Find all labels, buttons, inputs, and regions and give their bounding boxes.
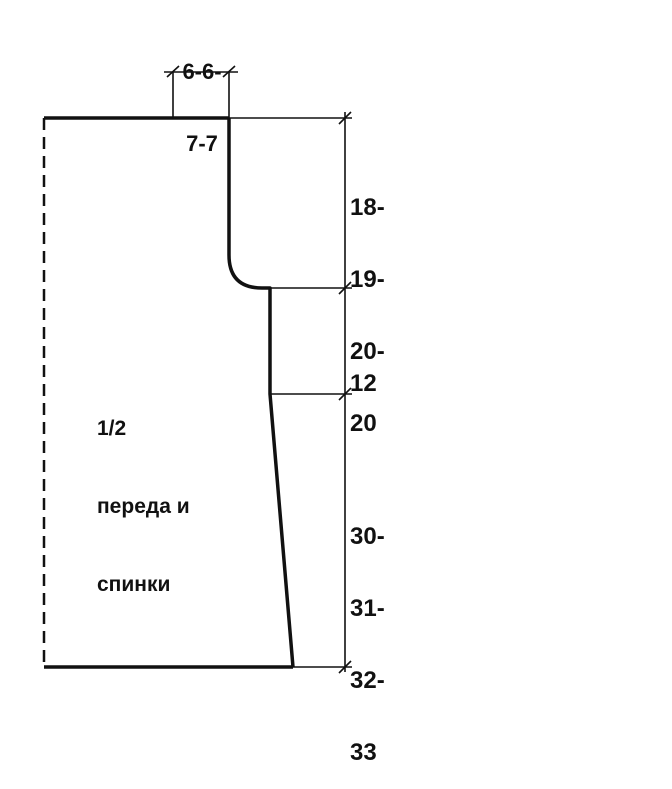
lower-height-label: 30- 31- 32- 33 <box>350 477 385 789</box>
neck-width-line2: 7-7 <box>186 131 218 156</box>
armhole-height-line3: 20- <box>350 338 385 365</box>
lower-height-line3: 32- <box>350 667 385 694</box>
neck-width-label: 6-6- 7-7 <box>172 12 232 180</box>
piece-label: 1/2 переда и спинки <box>97 364 190 624</box>
armhole-and-side-seam <box>227 118 295 668</box>
neck-width-line1: 6-6- <box>182 59 222 84</box>
height-dimension <box>229 111 352 674</box>
middle-height-line1: 12 <box>350 370 377 397</box>
lower-height-line2: 31- <box>350 595 385 622</box>
armhole-height-line2: 19- <box>350 266 385 293</box>
armhole-height-line4: 20 <box>350 410 377 437</box>
piece-label-line2: переда и <box>97 495 190 518</box>
piece-label-line3: спинки <box>97 573 171 596</box>
piece-label-line1: 1/2 <box>97 417 127 440</box>
lower-height-line1: 30- <box>350 523 385 550</box>
middle-height-label: 12 <box>350 324 377 420</box>
neck-width-dimension <box>164 65 238 118</box>
lower-height-line4: 33 <box>350 739 377 766</box>
pattern-schematic <box>42 65 352 674</box>
armhole-height-line1: 18- <box>350 194 385 221</box>
armhole-height-label: 18- 19- 20- 20 <box>350 148 385 460</box>
